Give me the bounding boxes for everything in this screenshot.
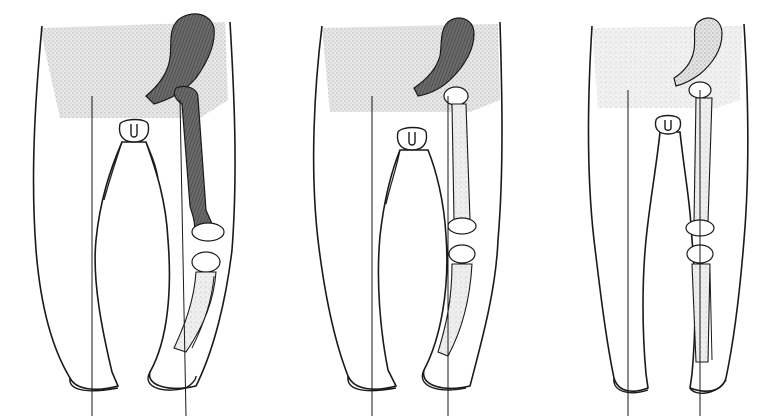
genital-shape-middle [398,128,427,151]
fibula-right [710,270,712,360]
foot-middle-b [422,370,466,390]
panel-middle [314,18,502,416]
panel-left [34,14,236,416]
inner-contour-middle [386,150,400,204]
genital-shape-right [656,116,681,135]
femur-middle [452,104,470,220]
knee-joint-middle [448,218,476,263]
tibia-left [174,272,216,352]
genital-shape-left [120,120,149,143]
femur-right [694,98,712,222]
inner-contour-left-a [104,142,122,200]
panel-right [589,18,748,416]
knee-joint-left [192,223,224,272]
